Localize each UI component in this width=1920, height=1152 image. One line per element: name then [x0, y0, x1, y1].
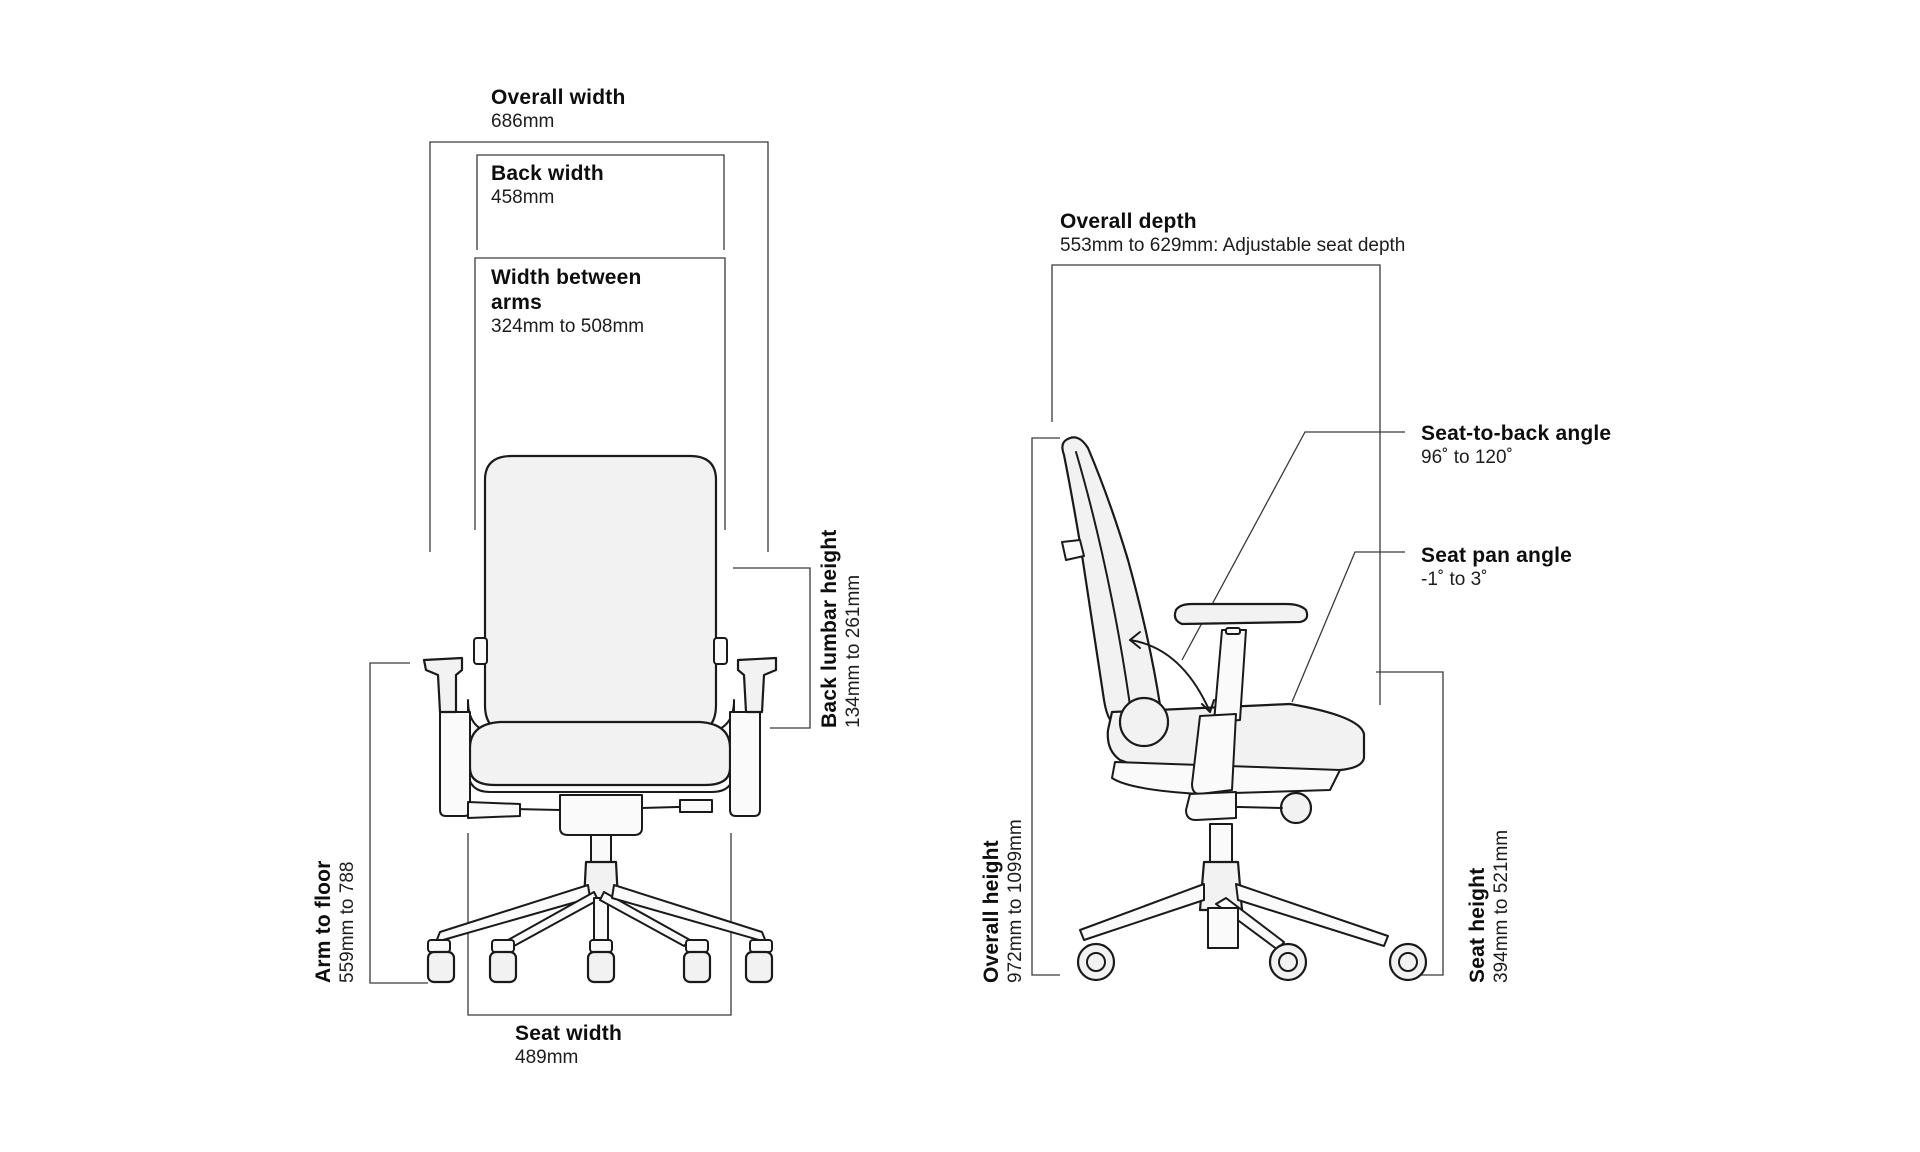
front-cylinder: [590, 834, 612, 866]
recline-arrow-top: [1129, 631, 1141, 649]
width-between-arms-line: [474, 257, 726, 530]
front-arm-post-left: [439, 711, 471, 817]
side-chair: [1061, 436, 1428, 982]
overall-width-title: Overall width: [491, 86, 626, 109]
front-arm-pad-right: [736, 656, 778, 714]
side-depth-knob: [1279, 791, 1313, 825]
overall-height-value: 972mm to 1099mm: [1004, 819, 1026, 983]
seat-pan-angle-label: Seat pan angle -1˚ to 3˚: [1421, 544, 1572, 591]
overall-depth-line: [1051, 264, 1381, 705]
front-back-tab-left: [473, 637, 488, 665]
side-back-knob: [1061, 539, 1085, 561]
front-back-tab-right: [713, 637, 728, 665]
side-leg-front: [1235, 883, 1389, 947]
side-cylinder: [1209, 823, 1233, 865]
seat-pan-angle-leader: [1291, 551, 1405, 703]
side-arm-post: [1213, 629, 1247, 723]
arm-to-floor-line: [369, 662, 428, 984]
side-arm-pad: [1173, 602, 1309, 626]
side-dimension-lines: [1031, 264, 1444, 976]
seat-height-line: [1376, 671, 1444, 976]
seat-height-value: 394mm to 521mm: [1490, 829, 1512, 983]
side-caster-1: [1076, 942, 1116, 982]
side-caster-3: [1388, 942, 1428, 982]
arm-to-floor-label: Arm to floor 559mm to 788: [312, 860, 359, 983]
overall-width-value: 686mm: [491, 110, 555, 132]
front-arm-post-right: [729, 711, 761, 817]
seat-height-label: Seat height 394mm to 521mm: [1466, 830, 1513, 983]
overall-width-line: [429, 141, 769, 552]
seat-width-value: 489mm: [515, 1046, 579, 1068]
front-caster-2: [488, 939, 518, 984]
front-caster-4: [682, 939, 712, 984]
overall-depth-label: Overall depth 553mm to 629mm: Adjustable…: [1060, 210, 1405, 257]
width-between-arms-title-2: arms: [491, 290, 543, 314]
overall-height-title: Overall height: [980, 840, 1003, 983]
seat-to-back-angle-value: 96˚ to 120˚: [1421, 446, 1513, 468]
front-mechanism: [559, 794, 643, 836]
front-chair: [422, 454, 778, 984]
side-arm-button: [1225, 627, 1241, 635]
side-backrest: [1061, 436, 1162, 727]
front-leg-4: [599, 891, 691, 947]
front-caster-3: [586, 939, 616, 984]
overall-depth-title: Overall depth: [1060, 210, 1197, 233]
side-arm-base: [1191, 713, 1237, 795]
width-between-arms-title: Width between: [491, 266, 642, 289]
back-width-value: 458mm: [491, 186, 555, 208]
back-lumbar-height-title: Back lumbar height: [818, 529, 841, 728]
seat-pan-angle-title: Seat pan angle: [1421, 544, 1573, 567]
overall-width-label: Overall width 686mm: [491, 86, 625, 133]
recline-arrow-bottom: [1201, 699, 1215, 713]
overall-height-label: Overall height 972mm to 1099mm: [980, 819, 1027, 983]
recline-angle-arc: [1129, 639, 1211, 713]
width-between-arms-label: Width between arms 324mm to 508mm: [491, 266, 644, 338]
front-caster-1: [426, 939, 456, 984]
front-backrest: [483, 454, 718, 735]
seat-to-back-angle-label: Seat-to-back angle 96˚ to 120˚: [1421, 422, 1611, 469]
back-width-label: Back width 458mm: [491, 162, 604, 209]
side-backrest-inner: [1075, 451, 1133, 721]
seat-to-back-angle-title: Seat-to-back angle: [1421, 422, 1612, 445]
front-seat-cushion: [468, 720, 732, 787]
side-mechanism: [1185, 791, 1237, 821]
overall-depth-value: 553mm to 629mm: Adjustable seat depth: [1060, 234, 1406, 256]
arm-to-floor-title: Arm to floor: [312, 860, 335, 983]
seat-to-back-angle-leader: [1181, 431, 1405, 661]
back-lumbar-height-label: Back lumbar height 134mm to 261mm: [818, 530, 865, 728]
back-lumbar-height-value: 134mm to 261mm: [842, 574, 864, 728]
seat-width-title: Seat width: [515, 1022, 623, 1045]
arm-to-floor-value: 559mm to 788: [336, 861, 358, 983]
front-caster-5: [744, 939, 774, 984]
back-width-title: Back width: [491, 162, 604, 185]
seat-height-title: Seat height: [1466, 867, 1489, 983]
front-lever-knob-left: [467, 801, 521, 819]
seat-width-label: Seat width 489mm: [515, 1022, 622, 1069]
side-center-post: [1207, 907, 1239, 949]
front-leg-3: [593, 897, 609, 946]
front-lever-knob-right: [679, 799, 713, 813]
back-width-line: [476, 154, 725, 250]
side-back-pivot: [1118, 696, 1170, 748]
seat-pan-angle-value: -1˚ to 3˚: [1421, 568, 1488, 590]
side-caster-2: [1268, 942, 1308, 982]
overall-height-line: [1031, 437, 1060, 976]
front-arm-pad-left: [422, 656, 464, 714]
width-between-arms-value: 324mm to 508mm: [491, 315, 645, 337]
side-leg-left: [1079, 883, 1205, 941]
back-lumbar-height-line: [733, 567, 811, 729]
